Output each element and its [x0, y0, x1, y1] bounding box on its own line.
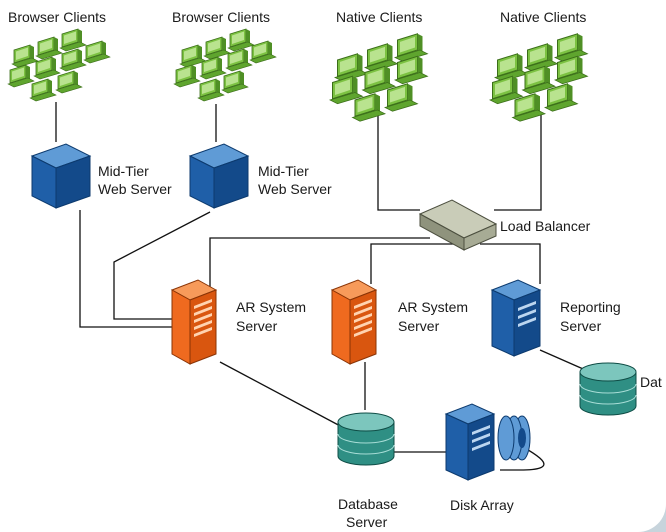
svg-text:AR System: AR System — [398, 299, 468, 315]
reporting-server-line-2: Server — [560, 318, 602, 334]
database-server-line-1: Database — [338, 496, 398, 512]
browser-clients-group-2 — [173, 28, 277, 102]
browser-clients-group-1 — [7, 28, 111, 102]
disk-array-label: Disk Array — [450, 497, 514, 513]
database-server-line-2: Server — [346, 514, 388, 530]
midtier-web-server-2-icon — [189, 143, 249, 209]
reporting-server-icon — [491, 279, 541, 357]
connection-lines — [55, 102, 591, 471]
browser-clients-label-2: Browser Clients — [172, 9, 270, 25]
browser-clients-label-1: Browser Clients — [8, 9, 106, 25]
ar-server-2-line-2: Server — [398, 318, 440, 334]
svg-text:Web Server: Web Server — [258, 181, 332, 197]
native-clients-label-2: Native Clients — [500, 9, 586, 25]
midtier-1-line-1: Mid-Tier — [98, 163, 149, 179]
load-balancer-label: Load Balancer — [500, 218, 591, 234]
database-server-icon — [337, 412, 395, 466]
midtier-1-line-2: Web Server — [98, 181, 172, 197]
load-balancer-icon — [418, 199, 498, 251]
midtier-2-line-2: Web Server — [258, 181, 332, 197]
svg-text:Dat: Dat — [640, 374, 662, 390]
svg-text:Browser Clients: Browser Clients — [8, 9, 106, 25]
ar-server-1-line-1: AR System — [236, 299, 306, 315]
svg-text:Mid-Tier: Mid-Tier — [98, 163, 149, 179]
data-store-label: Dat — [640, 374, 662, 390]
native-clients-group-2 — [489, 33, 589, 122]
svg-text:Server: Server — [398, 318, 440, 334]
ar-system-server-2-icon — [331, 279, 377, 365]
svg-text:Server: Server — [560, 318, 602, 334]
svg-text:Server: Server — [346, 514, 388, 530]
svg-text:Web Server: Web Server — [98, 181, 172, 197]
svg-text:Server: Server — [236, 318, 278, 334]
svg-text:Native Clients: Native Clients — [336, 9, 422, 25]
svg-text:Browser Clients: Browser Clients — [172, 9, 270, 25]
svg-text:AR System: AR System — [236, 299, 306, 315]
ar-system-server-1-icon — [171, 279, 217, 365]
reporting-server-line-1: Reporting — [560, 299, 621, 315]
native-clients-group-1 — [329, 33, 429, 122]
data-store-icon — [579, 362, 637, 416]
ar-server-1-line-2: Server — [236, 318, 278, 334]
midtier-web-server-1-icon — [31, 143, 91, 209]
svg-text:Reporting: Reporting — [560, 299, 621, 315]
svg-text:Load Balancer: Load Balancer — [500, 218, 591, 234]
native-clients-label-1: Native Clients — [336, 9, 422, 25]
svg-text:Native Clients: Native Clients — [500, 9, 586, 25]
midtier-2-line-1: Mid-Tier — [258, 163, 309, 179]
svg-text:Disk Array: Disk Array — [450, 497, 514, 513]
disk-array-icon — [445, 403, 531, 481]
svg-text:Mid-Tier: Mid-Tier — [258, 163, 309, 179]
ar-server-2-line-1: AR System — [398, 299, 468, 315]
svg-text:Database: Database — [338, 496, 398, 512]
